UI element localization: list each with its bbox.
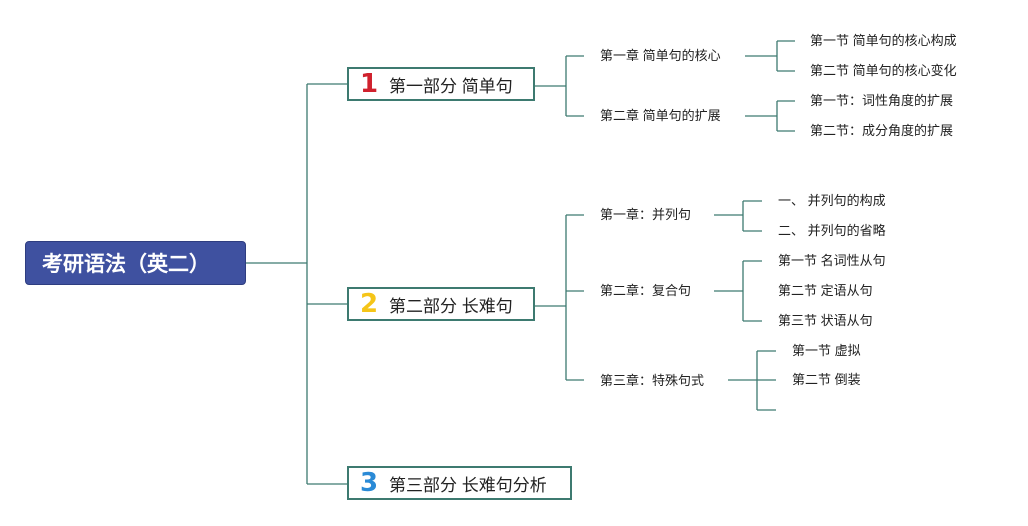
part-node-2[interactable]: 2 第二部分 长难句 (347, 287, 535, 321)
chapter-node[interactable]: 第二章 简单句的扩展 (600, 108, 721, 123)
section-node[interactable]: 一、 并列句的构成 (778, 193, 886, 208)
part-label: 第一部分 简单句 (389, 76, 513, 96)
section-node[interactable]: 第二节 简单句的核心变化 (810, 63, 957, 78)
chapter-node[interactable]: 第三章：特殊句式 (600, 373, 705, 388)
part-label: 第二部分 长难句 (389, 296, 513, 316)
part-node-3[interactable]: 3 第三部分 长难句分析 (347, 466, 572, 500)
section-node[interactable]: 第二节 定语从句 (778, 283, 873, 298)
section-node[interactable]: 第二节：成分角度的扩展 (810, 123, 954, 138)
root-topic[interactable]: 考研语法（英二） (25, 241, 246, 285)
section-node[interactable]: 第一节：词性角度的扩展 (810, 93, 954, 108)
part-node-1[interactable]: 1 第一部分 简单句 (347, 67, 535, 101)
chapter-node[interactable]: 第二章：复合句 (600, 283, 692, 298)
section-node[interactable]: 二、 并列句的省略 (778, 223, 886, 238)
section-node[interactable]: 第一节 虚拟 (792, 343, 861, 358)
section-node[interactable]: 第一节 简单句的核心构成 (810, 33, 957, 48)
number-1-icon: 1 (359, 69, 379, 99)
section-node[interactable]: 第三节 状语从句 (778, 313, 873, 328)
root-title: 考研语法（英二） (42, 253, 210, 276)
chapter-node[interactable]: 第一章 简单句的核心 (600, 48, 721, 63)
chapter-node[interactable]: 第一章：并列句 (600, 207, 692, 222)
number-2-icon: 2 (359, 289, 379, 319)
number-3-icon: 3 (359, 468, 379, 498)
section-node[interactable]: 第一节 名词性从句 (778, 253, 886, 268)
part-label: 第三部分 长难句分析 (389, 475, 547, 495)
section-node[interactable]: 第二节 倒装 (792, 372, 861, 387)
